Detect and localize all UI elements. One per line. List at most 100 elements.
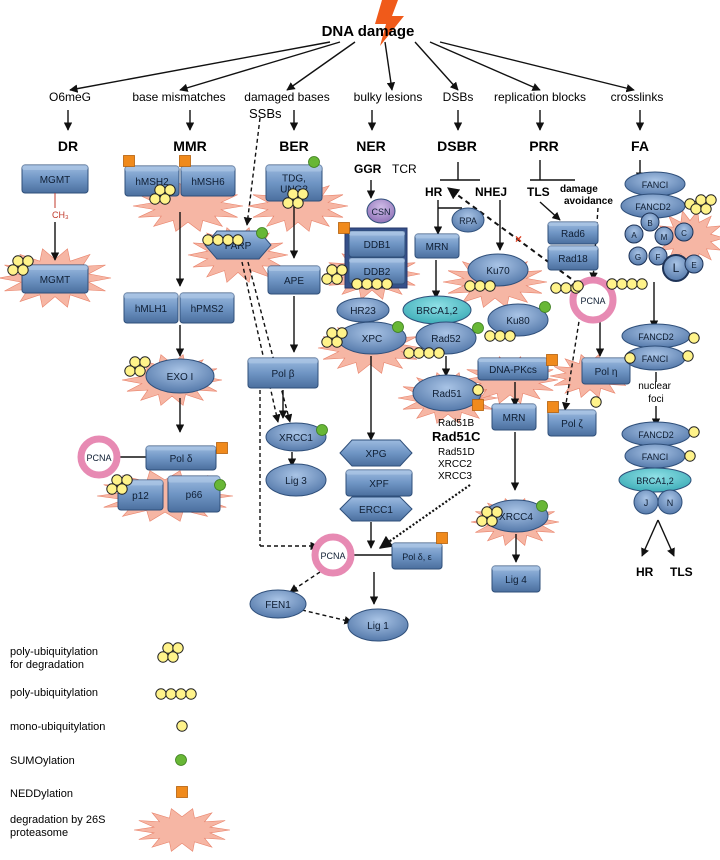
hr23-label: HR23 xyxy=(350,306,376,317)
fa-core-protein-c xyxy=(674,222,694,242)
legend-line-6a: degradation by 26S xyxy=(10,814,105,826)
xpc-label: XPC xyxy=(362,334,383,345)
rad52-label: Rad52 xyxy=(431,334,461,345)
legend-poly-ubiquitin-degradation-icon xyxy=(167,651,179,663)
nedd8-icon xyxy=(176,786,188,798)
pcna-prr-ring-center xyxy=(577,284,609,316)
fen1-label: FEN1 xyxy=(265,600,291,611)
lig3-label: Lig 3 xyxy=(285,476,307,487)
mrn-1-label: MRN xyxy=(426,242,449,253)
xpf-label: XPF xyxy=(369,479,388,490)
dnapkcs-highlight xyxy=(478,358,548,362)
subpath-damage-avoidance: damage avoidance xyxy=(560,184,613,207)
pcna-to-fen1-dashed-arrow xyxy=(289,571,321,593)
lig4-label: Lig 4 xyxy=(505,575,527,586)
damage-to-category-arrow xyxy=(179,41,341,92)
legend-poly-ubiquitin-chain-icon xyxy=(155,688,167,700)
sumo-icon xyxy=(472,322,484,334)
rad6-label: Rad6 xyxy=(561,229,585,240)
fa-core-g-label: G xyxy=(635,253,641,262)
poly-ubiquitin-chain-icon xyxy=(494,330,506,342)
pathway-ber: BER xyxy=(279,138,309,154)
poly-ubiquitin-degradation-icon xyxy=(491,506,503,518)
pcna-to-pol-zeta-dashed-arrow xyxy=(562,314,581,411)
fancd2-2-label: FANCD2 xyxy=(638,332,674,342)
fa-output-tls: TLS xyxy=(670,565,693,579)
ku70-label: Ku70 xyxy=(486,266,510,277)
poly-ubiquitin-degradation-icon xyxy=(22,255,34,267)
lig1-ellipse xyxy=(347,608,409,642)
pcna-to-hr-dashed-arrow xyxy=(447,187,601,301)
poly-ubiquitin-chain-icon xyxy=(351,278,363,290)
tls-arrow xyxy=(539,201,561,221)
fanci-2-label: FANCI xyxy=(642,354,669,364)
dnapkcs-label: DNA-PKcs xyxy=(489,365,537,376)
legend-line-6b: proteasome xyxy=(10,827,68,839)
mono-ubiquitin-icon xyxy=(472,384,484,396)
poly-ubiquitin-degradation-icon xyxy=(17,264,29,276)
nedd8-icon xyxy=(123,155,135,167)
ssbs-label: SSBs xyxy=(249,106,282,121)
xpg-label: XPG xyxy=(365,449,386,460)
poly-ubiquitin-chain-icon xyxy=(413,347,425,359)
poly-ubiquitin-degradation-icon xyxy=(159,193,171,205)
pol-zeta-highlight xyxy=(548,410,596,415)
fen1-ellipse xyxy=(249,589,307,619)
damage-base-mismatches: base mismatches xyxy=(132,90,225,104)
subpath-hr: HR xyxy=(425,185,443,199)
mgmt-1-highlight xyxy=(22,165,88,171)
subpath-tcr: TCR xyxy=(392,162,417,176)
poly-ubiquitin-chain-icon xyxy=(212,234,224,246)
fa-core-b-label: B xyxy=(647,219,652,228)
n-label: N xyxy=(667,498,674,508)
mrn-2-highlight xyxy=(492,404,536,409)
mgmt-1-label: MGMT xyxy=(40,175,71,186)
poly-ubiquitin-chain-icon xyxy=(371,278,383,290)
rad18-highlight xyxy=(548,246,598,251)
hpms2-highlight xyxy=(180,293,234,299)
poly-ubiquitin-degradation-icon xyxy=(116,483,128,495)
pathway-mmr: MMR xyxy=(173,138,206,154)
poly-ubiquitin-chain-icon xyxy=(626,278,638,290)
ape-label: APE xyxy=(284,276,304,287)
ercc1-label: ERCC1 xyxy=(359,505,393,516)
rad51-label: Rad51 xyxy=(432,389,462,400)
pol-eta-label: Pol η xyxy=(595,367,618,378)
pcna-mmr-ring-center xyxy=(85,443,113,471)
damage-avoidance-line-1: damage xyxy=(560,184,598,195)
legend-label-poly-ub-degradation: poly-ubiquitylation for degradation xyxy=(10,646,101,671)
pcna-prr-label: PCNA xyxy=(580,296,605,306)
damage-crosslinks: crosslinks xyxy=(611,90,664,104)
p66-highlight xyxy=(168,476,220,483)
damage-damaged-bases: damaged bases xyxy=(244,90,329,104)
poly-ubiquitin-degradation-icon xyxy=(700,203,712,215)
pol-delta-highlight xyxy=(146,446,216,451)
poly-ubiquitin-degradation-icon xyxy=(336,327,348,339)
poly-ubiquitin-chain-icon xyxy=(464,280,476,292)
legend-label-burst: degradation by 26S proteasome xyxy=(10,814,108,839)
poly-ubiquitin-degradation-icon xyxy=(476,515,488,527)
ssbs-to-parp-dashed-arrow xyxy=(243,117,261,226)
damage-to-category-arrow xyxy=(439,41,635,93)
nedd8-icon xyxy=(546,354,558,366)
damage-dsbs: DSBs xyxy=(443,90,474,104)
pcna-mmr-label: PCNA xyxy=(86,453,111,463)
ku80-label: Ku80 xyxy=(506,316,530,327)
diagram-title: DNA damage xyxy=(322,23,415,40)
sumo-icon xyxy=(536,500,548,512)
nedd8-icon xyxy=(436,532,448,544)
legend-poly-ubiquitin-degradation-icon xyxy=(172,642,184,654)
pol-eta-highlight xyxy=(582,358,630,363)
pol-de-label: Pol δ, ε xyxy=(402,552,432,562)
rad52-ellipse xyxy=(415,321,477,355)
paralog-rad51d: Rad51D xyxy=(438,447,475,458)
ddb2-label: DDB2 xyxy=(364,267,391,278)
pathway-dsbr: DSBR xyxy=(437,138,477,154)
tdg-label-line: TDG, xyxy=(282,174,306,185)
damage-o6meg: O6meG xyxy=(49,90,91,104)
lig1-label: Lig 1 xyxy=(367,621,389,632)
sumo-icon xyxy=(175,754,187,766)
ddb2-highlight xyxy=(349,258,405,263)
poly-ubiquitin-degradation-icon xyxy=(149,193,161,205)
legend-proteasome-burst-icon xyxy=(133,808,231,852)
